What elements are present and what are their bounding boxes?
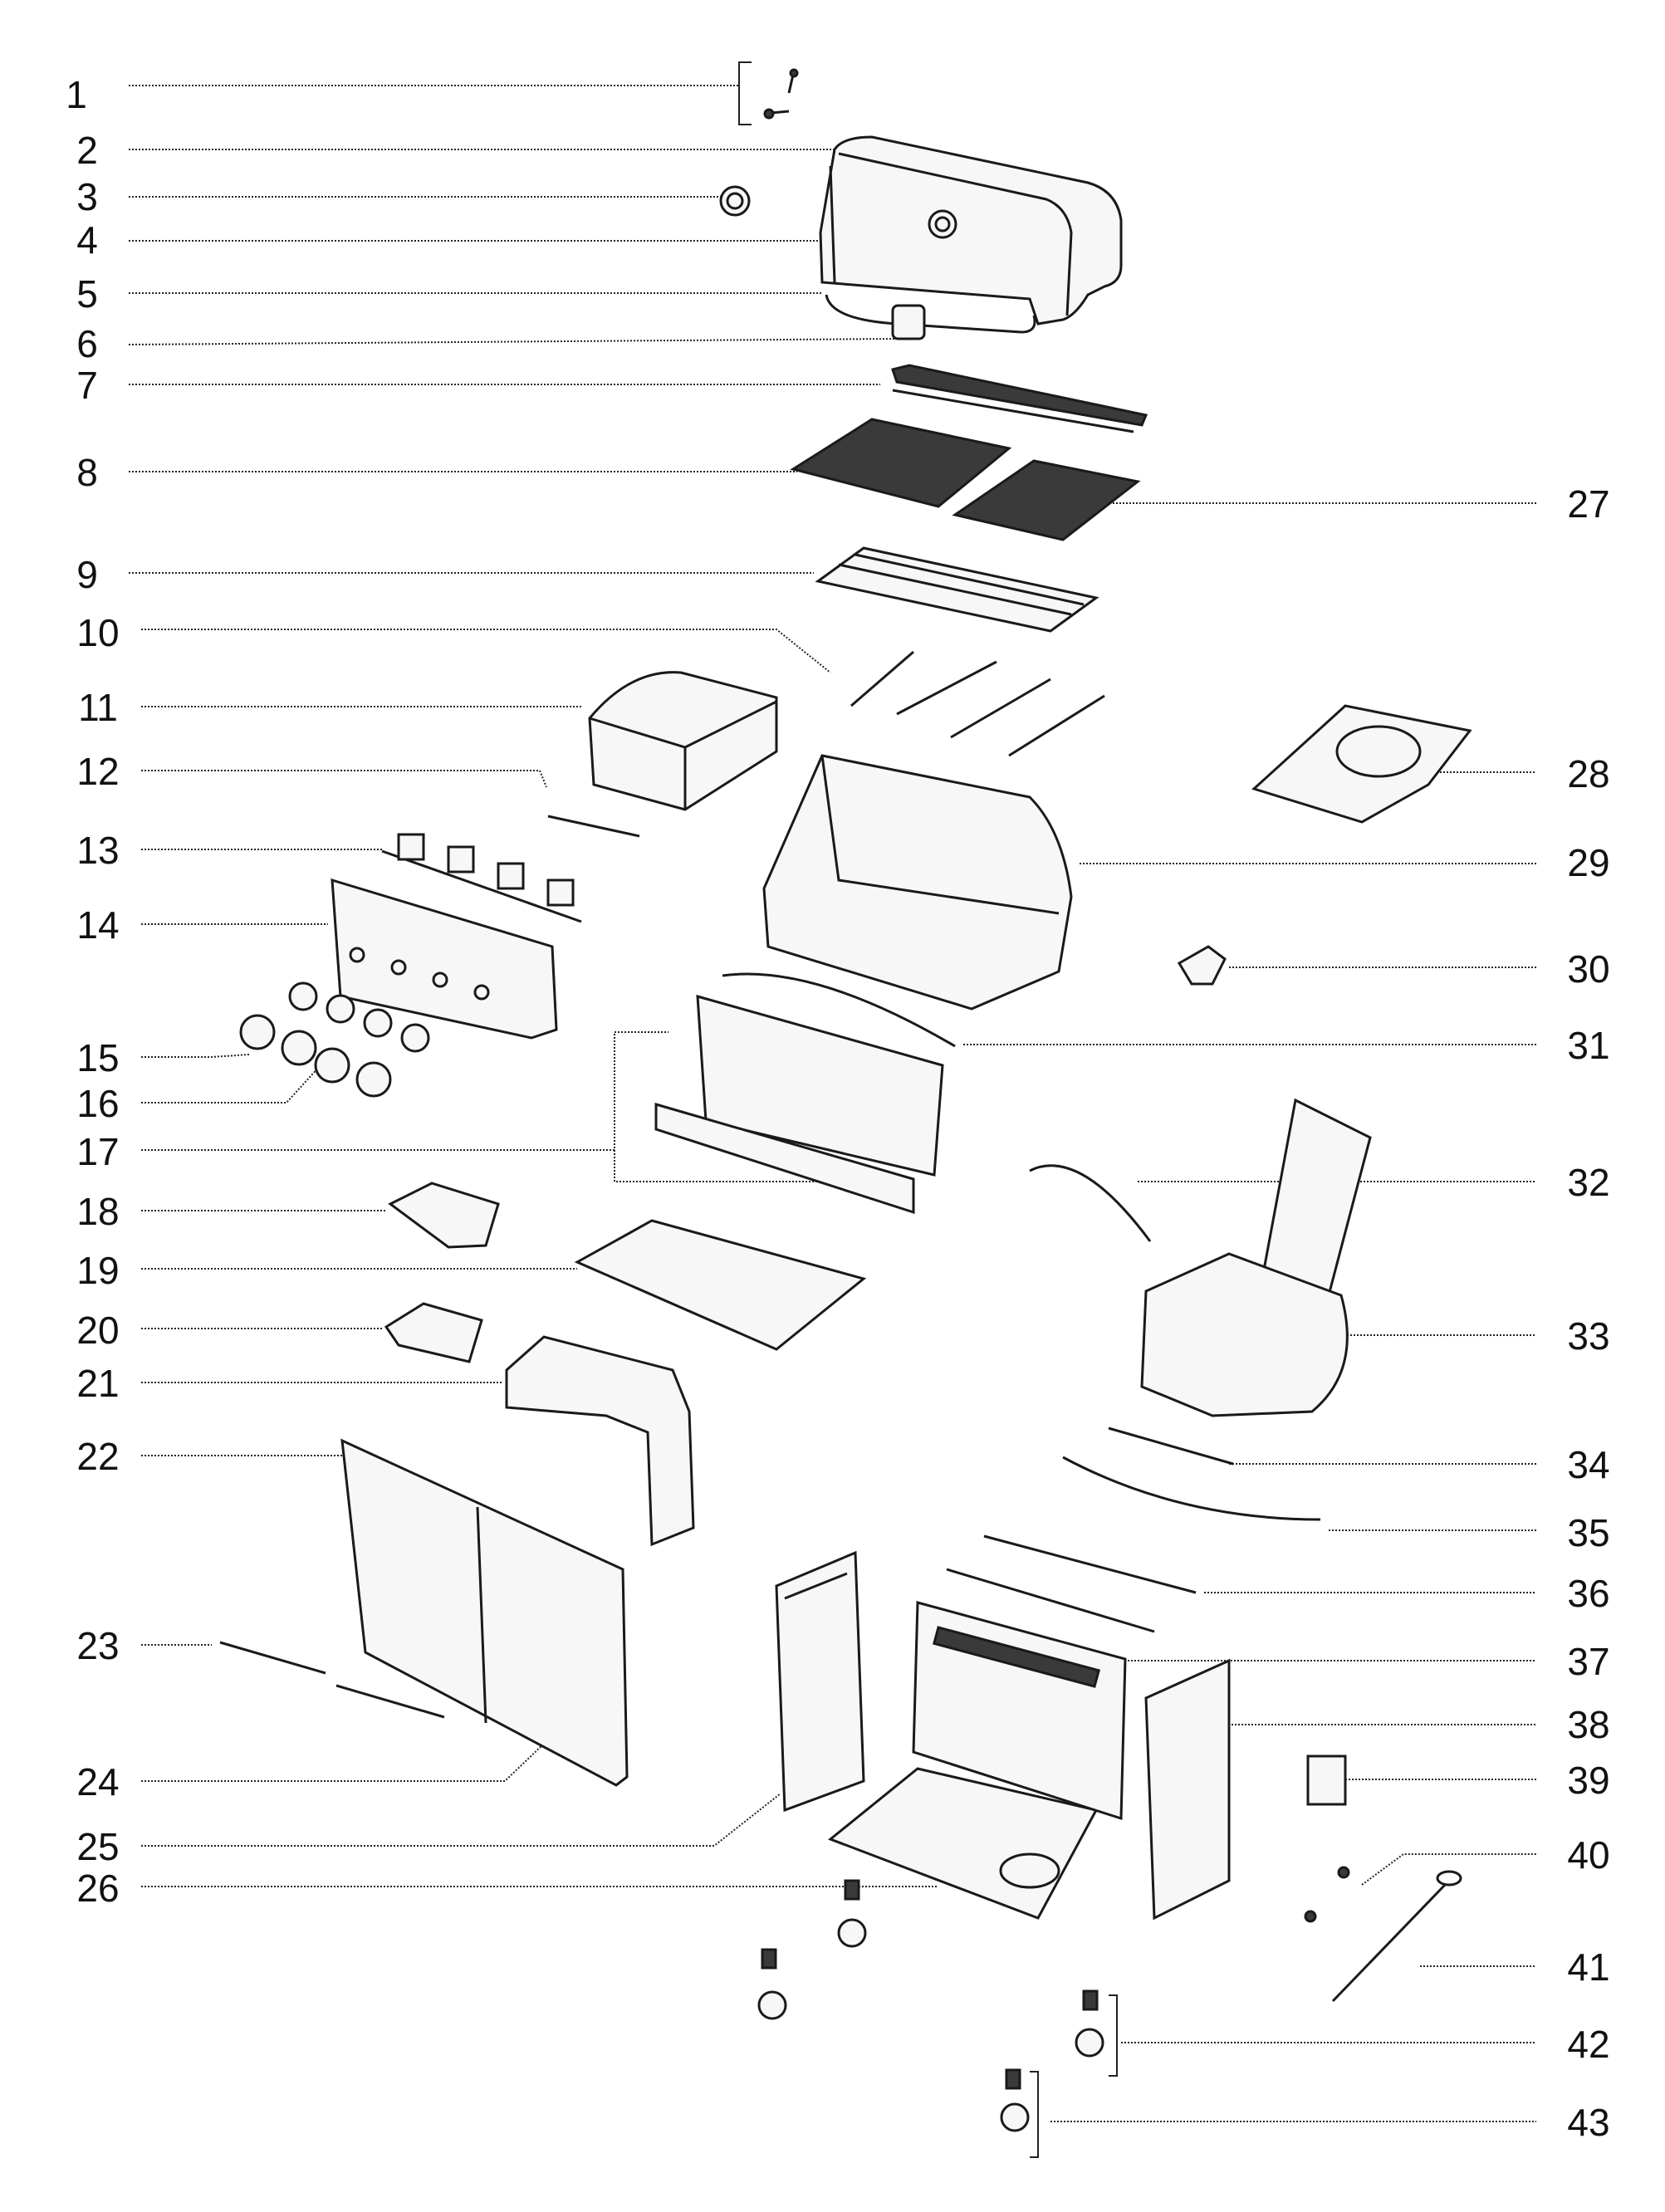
- part-side-burner-shelf: [1140, 1098, 1372, 1417]
- callout-34: 34: [1567, 1443, 1609, 1486]
- callout-38: 38: [1567, 1703, 1609, 1746]
- callout-6: 6: [76, 322, 98, 365]
- callout-4: 4: [76, 218, 98, 262]
- part-match-holder: [1331, 1870, 1462, 2003]
- callout-1: 1: [66, 73, 87, 116]
- part-catch-pan: [388, 1182, 500, 1249]
- part-control-knobs: [239, 981, 430, 1098]
- part-burner-tubes: [850, 650, 1105, 757]
- callout-16: 16: [76, 1082, 119, 1125]
- callout-7: 7: [76, 364, 98, 407]
- callout-26: 26: [76, 1867, 119, 1910]
- callout-13: 13: [76, 829, 119, 872]
- part-igniter-module: [1306, 1754, 1347, 1806]
- callout-33: 33: [1567, 1314, 1609, 1358]
- callout-11: 11: [78, 686, 118, 729]
- part-fasteners: [1304, 1866, 1350, 1923]
- part-thermometer: [719, 185, 751, 217]
- part-side-burner-bracket: [1108, 1427, 1234, 1466]
- callout-23: 23: [76, 1624, 119, 1667]
- part-lid-handle: [825, 294, 1036, 340]
- leader-lines-right: [963, 502, 1536, 2122]
- callout-27: 27: [1567, 482, 1609, 526]
- part-cabinet-doors: [340, 1438, 629, 1787]
- part-casters: [757, 1879, 1118, 2158]
- callout-37: 37: [1567, 1640, 1609, 1683]
- part-left-cabinet-frame: [775, 1550, 865, 1813]
- part-side-burner-gas-hose: [1062, 1456, 1321, 1521]
- part-left-side-panel: [505, 1335, 695, 1547]
- part-back-rails: [946, 1534, 1197, 1633]
- callout-43: 43: [1567, 2101, 1609, 2144]
- part-control-panel: [331, 878, 558, 1040]
- callout-15: 15: [76, 1036, 119, 1079]
- callout-42: 42: [1567, 2023, 1609, 2066]
- callout-12: 12: [76, 750, 119, 793]
- callout-40: 40: [1567, 1833, 1609, 1877]
- part-side-burner-valve: [1177, 945, 1227, 986]
- part-bezel: [928, 209, 957, 239]
- part-back-panel: [912, 1601, 1127, 1821]
- callout-30: 30: [1567, 947, 1609, 991]
- part-side-burner: [1251, 704, 1472, 824]
- part-right-cabinet-frame: [1144, 1658, 1231, 1921]
- callout-8: 8: [76, 451, 98, 494]
- callout-17: 17: [76, 1130, 119, 1173]
- callout-32: 32: [1567, 1161, 1609, 1204]
- part-manifold-bracket: [654, 994, 944, 1215]
- callout-21: 21: [76, 1362, 119, 1405]
- callout-39: 39: [1567, 1759, 1609, 1802]
- part-screws: [738, 61, 799, 125]
- part-igniter-rod: [547, 815, 640, 838]
- callout-41: 41: [1567, 1945, 1609, 1989]
- callout-36: 36: [1567, 1572, 1609, 1615]
- callout-35: 35: [1567, 1511, 1609, 1554]
- callout-9: 9: [76, 553, 98, 596]
- callout-24: 24: [76, 1760, 119, 1803]
- part-bottom-tray: [574, 1219, 867, 1351]
- part-cooking-grate-left: [790, 418, 1012, 508]
- part-side-shelf-cover: [588, 671, 778, 811]
- part-cooking-grate-right: [952, 459, 1141, 541]
- callout-25: 25: [76, 1825, 119, 1868]
- leader-lines-left: [128, 85, 938, 1887]
- part-door-handles: [219, 1641, 445, 1719]
- callout-31: 31: [1567, 1024, 1609, 1067]
- callout-14: 14: [76, 903, 119, 947]
- callout-3: 3: [76, 175, 98, 218]
- callout-2: 2: [76, 129, 98, 172]
- part-side-burner-hose: [1029, 1164, 1152, 1242]
- callout-5: 5: [76, 272, 98, 316]
- callout-19: 19: [76, 1249, 119, 1292]
- part-gas-hose: [722, 972, 956, 1048]
- part-drip-tray: [384, 1302, 483, 1363]
- callout-22: 22: [76, 1435, 119, 1478]
- part-firebox: [762, 754, 1073, 1011]
- callout-28: 28: [1567, 752, 1609, 795]
- part-valve-manifold: [381, 833, 582, 923]
- part-flavorizer-bars: [815, 546, 1099, 633]
- callout-29: 29: [1567, 841, 1609, 884]
- callout-20: 20: [76, 1309, 119, 1352]
- callout-10: 10: [76, 611, 119, 654]
- part-warming-rack: [891, 364, 1148, 433]
- part-lid: [819, 135, 1123, 325]
- callout-18: 18: [76, 1190, 119, 1233]
